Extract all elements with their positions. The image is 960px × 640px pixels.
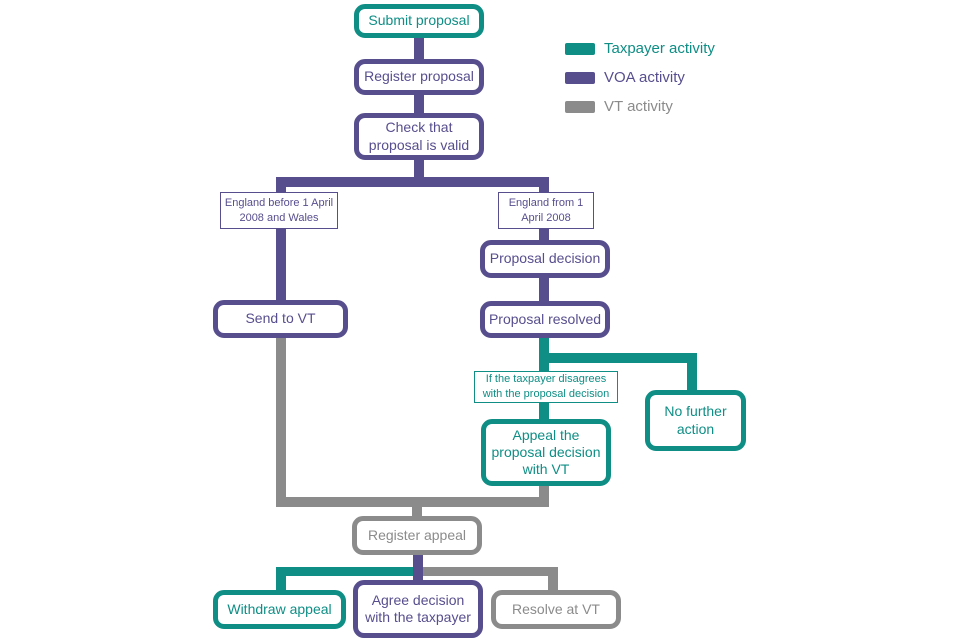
- connector-bottom-left-horizontal: [276, 567, 422, 576]
- legend-swatch-taxpayer: [565, 42, 595, 55]
- legend-swatch-vt: [565, 100, 595, 113]
- legend-label-voa: VOA activity: [604, 69, 685, 86]
- connector-resolved-horizontal: [539, 353, 692, 363]
- node-appeal-vt: Appeal the proposal decision with VT: [481, 419, 611, 486]
- node-register-proposal: Register proposal: [354, 59, 484, 95]
- legend-swatch-voa: [565, 71, 595, 84]
- connector-register-appeal-to-agree: [413, 553, 423, 585]
- legend: Taxpayer activity VOA activity VT activi…: [565, 40, 715, 127]
- connector-decision-to-resolved: [539, 275, 549, 305]
- connector-check-to-branch: [414, 157, 424, 183]
- connector-branch-horizontal: [276, 177, 549, 187]
- connector-junction-to-register-appeal: [412, 497, 422, 519]
- connector-to-withdraw: [276, 567, 286, 594]
- connector-branch-left-down: [276, 177, 286, 305]
- legend-item-vt: VT activity: [565, 98, 715, 115]
- connector-register-to-check: [414, 92, 424, 117]
- connector-to-no-further-action: [687, 353, 697, 393]
- node-no-further-action: No further action: [645, 390, 746, 451]
- node-proposal-decision: Proposal decision: [480, 240, 610, 278]
- connector-bottom-right-horizontal: [417, 567, 558, 576]
- node-withdraw-appeal: Withdraw appeal: [213, 590, 346, 629]
- legend-label-taxpayer: Taxpayer activity: [604, 40, 715, 57]
- node-register-appeal: Register appeal: [352, 516, 482, 555]
- node-submit-proposal: Submit proposal: [354, 4, 484, 38]
- legend-item-taxpayer: Taxpayer activity: [565, 40, 715, 57]
- node-send-to-vt: Send to VT: [213, 300, 348, 338]
- node-check-valid: Check that proposal is valid: [354, 113, 484, 160]
- condition-label-england-from: England from 1 April 2008: [498, 192, 594, 229]
- node-agree-decision: Agree decision with the taxpayer: [353, 580, 483, 638]
- legend-item-voa: VOA activity: [565, 69, 715, 86]
- connector-sendvt-down: [276, 335, 286, 505]
- node-resolve-at-vt: Resolve at VT: [491, 590, 621, 629]
- connector-to-resolve: [548, 567, 558, 594]
- node-proposal-resolved: Proposal resolved: [480, 301, 610, 338]
- condition-label-england-before: England before 1 April 2008 and Wales: [220, 192, 338, 229]
- legend-label-vt: VT activity: [604, 98, 673, 115]
- connector-appeal-down: [539, 483, 549, 505]
- condition-label-if-disagrees: If the taxpayer disagrees with the propo…: [474, 371, 618, 403]
- connector-submit-to-register: [414, 35, 424, 63]
